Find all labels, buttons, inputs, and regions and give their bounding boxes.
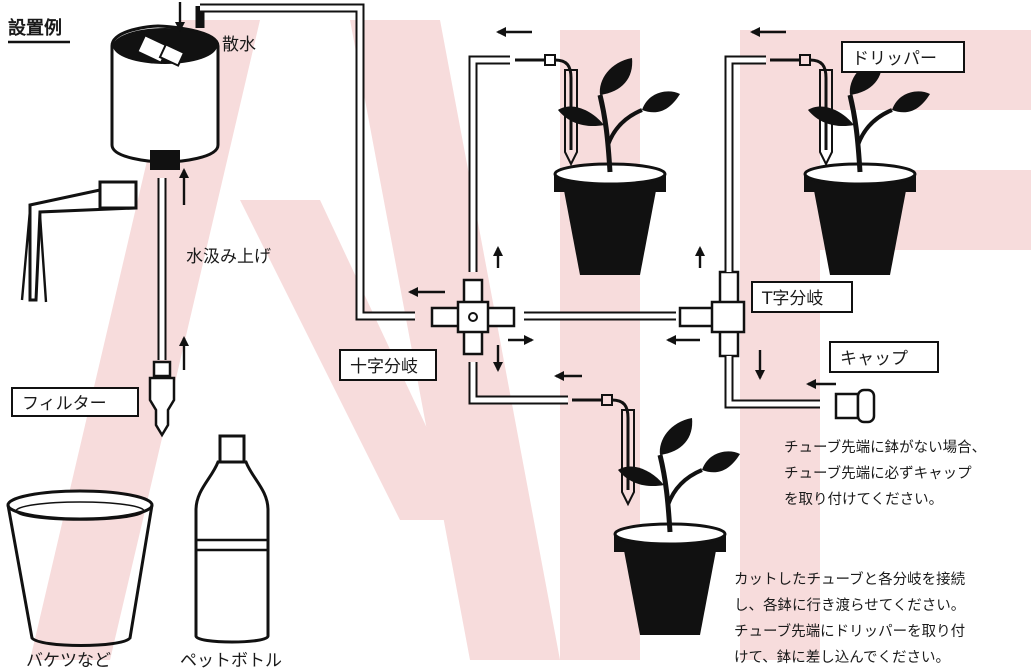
t-branch-label: T字分岐 bbox=[761, 289, 823, 309]
bucket-label: バケツなど bbox=[26, 651, 111, 671]
cross-branch-label: 十字分岐 bbox=[350, 357, 418, 377]
pump-up-label: 水汲み上げ bbox=[186, 247, 271, 267]
filter-label: フィルター bbox=[22, 394, 107, 414]
filter-icon bbox=[148, 360, 176, 438]
svg-text:けて、鉢に差し込んでください。: けて、鉢に差し込んでください。 bbox=[734, 649, 950, 666]
cap-label: キャップ bbox=[840, 349, 908, 369]
t-connector-icon bbox=[678, 270, 746, 358]
dripper-label: ドリッパー bbox=[852, 49, 937, 69]
sprinkle-label: 散水 bbox=[222, 35, 256, 55]
cap-icon bbox=[834, 388, 876, 424]
pump-timer-icon bbox=[110, 24, 220, 170]
svg-text:チューブ先端に鉢がない場合、: チューブ先端に鉢がない場合、 bbox=[784, 438, 986, 456]
filter-label-box bbox=[11, 387, 139, 417]
t-branch-label-box bbox=[751, 281, 853, 313]
dripper-label-box bbox=[841, 41, 965, 73]
cross-branch-label-box bbox=[339, 349, 437, 381]
cross-connector-icon bbox=[430, 278, 516, 356]
pet-bottle-label: ペットボトル bbox=[180, 651, 282, 671]
connect-note: カットしたチューブと各分岐を接続 し、各鉢に行き渡らせてください。 チューブ先端… bbox=[734, 570, 966, 666]
clip-icon bbox=[20, 180, 138, 303]
page-title: 設置例 bbox=[8, 17, 62, 39]
svg-text:カットしたチューブと各分岐を接続: カットしたチューブと各分岐を接続 bbox=[734, 570, 966, 588]
bucket-icon bbox=[6, 489, 154, 647]
svg-text:を取り付けてください。: を取り付けてください。 bbox=[784, 491, 943, 508]
svg-text:チューブ先端に必ずキャップ: チューブ先端に必ずキャップ bbox=[784, 464, 972, 482]
svg-text:し、各鉢に行き渡らせてください。: し、各鉢に行き渡らせてください。 bbox=[734, 597, 965, 614]
pet-bottle-icon bbox=[194, 434, 270, 644]
cap-label-box bbox=[829, 341, 939, 373]
cap-note: チューブ先端に鉢がない場合、 チューブ先端に必ずキャップ を取り付けてください。 bbox=[784, 438, 986, 508]
svg-text:チューブ先端にドリッパーを取り付: チューブ先端にドリッパーを取り付 bbox=[734, 622, 965, 640]
